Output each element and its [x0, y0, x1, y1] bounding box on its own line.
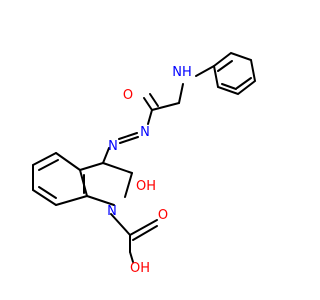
o-acid-carbonyl-label: O — [158, 208, 168, 223]
n-azo-upper-label: N — [140, 125, 150, 140]
nh-label: NH — [172, 65, 192, 80]
oh-acid-label: OH — [130, 261, 150, 276]
o-carbonyl-label: O — [123, 88, 133, 103]
atom-labels: NH O N N OH N O OH — [107, 65, 192, 276]
n-azo-lower-label: N — [108, 139, 118, 154]
oh-ring-label: OH — [136, 179, 156, 194]
n-indole-label: N — [107, 204, 117, 219]
bond-lines — [32, 51, 257, 263]
molecule-structure: NH O N N OH N O OH — [32, 51, 257, 276]
